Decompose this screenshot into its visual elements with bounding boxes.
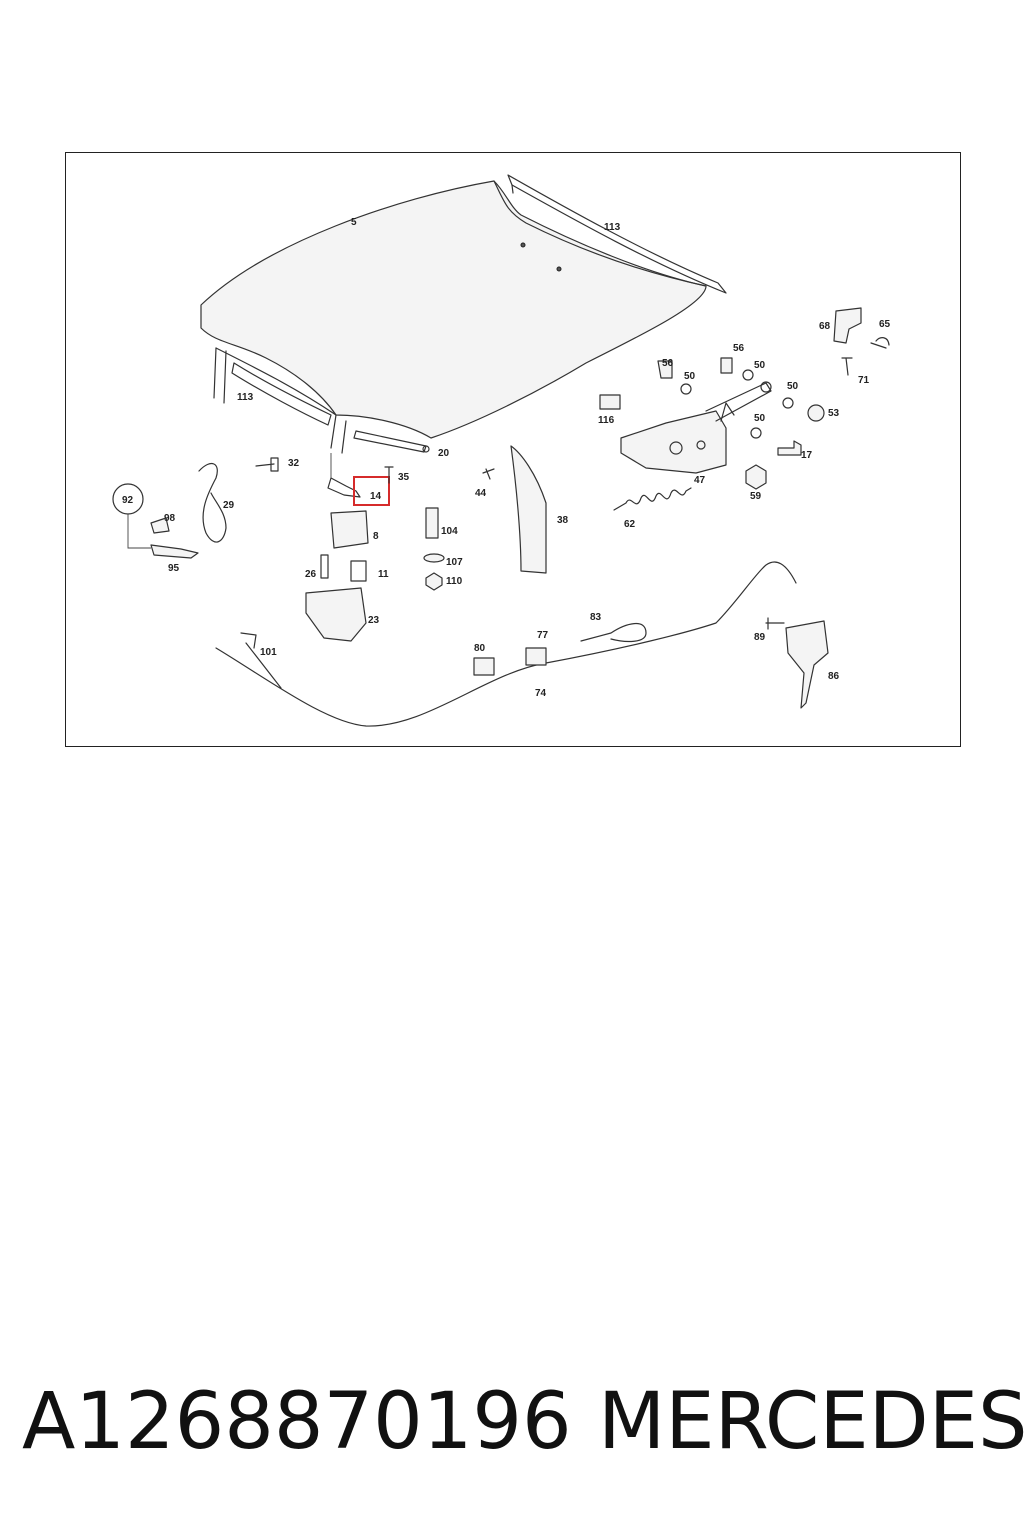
nut-59 bbox=[745, 464, 767, 490]
callout-50b: 50 bbox=[754, 360, 766, 371]
callout-104: 104 bbox=[441, 526, 458, 537]
exploded-parts-diagram: 5 113 113 68 65 71 56 56 50 50 50 50 53 … bbox=[112, 174, 891, 727]
callout-8: 8 bbox=[373, 531, 379, 542]
clip-56a bbox=[657, 360, 673, 379]
product-caption: A1268870196 MERCEDES bbox=[0, 1372, 1024, 1472]
clip-44 bbox=[482, 468, 495, 480]
callout-50a: 50 bbox=[684, 371, 696, 382]
hinge-bracket-upper bbox=[833, 307, 890, 376]
support-rod bbox=[353, 430, 430, 453]
callout-labels: 5 113 113 68 65 71 56 56 50 50 50 50 53 … bbox=[122, 217, 891, 699]
screw-11 bbox=[350, 560, 367, 582]
callout-29: 29 bbox=[223, 500, 235, 511]
guide-panel-38 bbox=[510, 445, 547, 574]
hinge-assembly bbox=[620, 381, 772, 474]
detail-callout-92 bbox=[112, 483, 199, 559]
bushing-50a bbox=[680, 383, 692, 395]
bushing-50d bbox=[750, 427, 762, 439]
callout-20: 20 bbox=[438, 448, 450, 459]
callout-65: 65 bbox=[879, 319, 891, 330]
callout-86: 86 bbox=[828, 671, 840, 682]
callout-5: 5 bbox=[351, 217, 357, 228]
callout-59: 59 bbox=[750, 491, 762, 502]
bolt-32 bbox=[255, 457, 279, 472]
callout-23: 23 bbox=[368, 615, 380, 626]
callout-107: 107 bbox=[446, 557, 463, 568]
clip-116 bbox=[599, 394, 621, 410]
seal-strip-front bbox=[507, 174, 727, 294]
part-number: A1268870196 bbox=[22, 1377, 572, 1467]
release-cable-74 bbox=[215, 561, 797, 727]
callout-101: 101 bbox=[260, 647, 277, 658]
callout-26: 26 bbox=[305, 569, 317, 580]
callout-11: 11 bbox=[378, 569, 389, 580]
callout-38: 38 bbox=[557, 515, 569, 526]
callout-56b: 56 bbox=[662, 358, 674, 369]
release-handle-86 bbox=[785, 620, 829, 709]
clip-56b bbox=[720, 357, 733, 374]
callout-68: 68 bbox=[819, 321, 831, 332]
callout-14-highlighted: 14 bbox=[370, 491, 382, 502]
clip-101 bbox=[240, 632, 257, 649]
callout-83: 83 bbox=[590, 612, 602, 623]
seal-strip-side bbox=[231, 362, 332, 426]
callout-80: 80 bbox=[474, 643, 486, 654]
callout-53: 53 bbox=[828, 408, 840, 419]
callout-113a: 113 bbox=[604, 222, 621, 233]
screw-89 bbox=[765, 617, 785, 630]
bracket-14 bbox=[327, 477, 361, 498]
callout-116: 116 bbox=[598, 415, 615, 426]
washer-107 bbox=[423, 553, 445, 563]
cap-53 bbox=[807, 404, 825, 422]
callout-71: 71 bbox=[858, 375, 870, 386]
callout-62: 62 bbox=[624, 519, 636, 530]
callout-32: 32 bbox=[288, 458, 300, 469]
cable-tie-83 bbox=[580, 623, 647, 643]
screw-26 bbox=[320, 554, 329, 579]
callout-89: 89 bbox=[754, 632, 766, 643]
bolt-17 bbox=[777, 440, 802, 456]
spring-62 bbox=[613, 487, 692, 511]
bushing-50b bbox=[742, 369, 754, 381]
callout-74: 74 bbox=[535, 688, 547, 699]
callout-113b: 113 bbox=[237, 392, 254, 403]
callout-50d: 50 bbox=[754, 413, 766, 424]
callout-98: 98 bbox=[164, 513, 176, 524]
callout-47: 47 bbox=[694, 475, 706, 486]
callout-35: 35 bbox=[398, 472, 410, 483]
brand-name: MERCEDES bbox=[598, 1377, 1024, 1467]
screw-35 bbox=[384, 466, 394, 484]
hood-panel bbox=[200, 180, 707, 454]
latch-8 bbox=[330, 510, 369, 549]
nut-110 bbox=[425, 572, 443, 591]
callout-92: 92 bbox=[122, 495, 134, 506]
callout-50c: 50 bbox=[787, 381, 799, 392]
callout-17: 17 bbox=[801, 450, 813, 461]
latch-29 bbox=[198, 462, 227, 543]
bolt-104 bbox=[425, 507, 439, 539]
highlight-box bbox=[353, 476, 390, 506]
callout-95: 95 bbox=[168, 563, 180, 574]
lock-23 bbox=[305, 587, 367, 642]
callout-110: 110 bbox=[446, 576, 463, 587]
callout-56a: 56 bbox=[733, 343, 745, 354]
bushing-50c bbox=[782, 397, 794, 409]
cable-end bbox=[245, 642, 282, 689]
parts-diagram-frame: 5 113 113 68 65 71 56 56 50 50 50 50 53 … bbox=[65, 152, 961, 747]
callout-44: 44 bbox=[475, 488, 487, 499]
clip-77 bbox=[525, 647, 547, 666]
callout-77: 77 bbox=[537, 630, 549, 641]
clip-80 bbox=[473, 657, 495, 676]
